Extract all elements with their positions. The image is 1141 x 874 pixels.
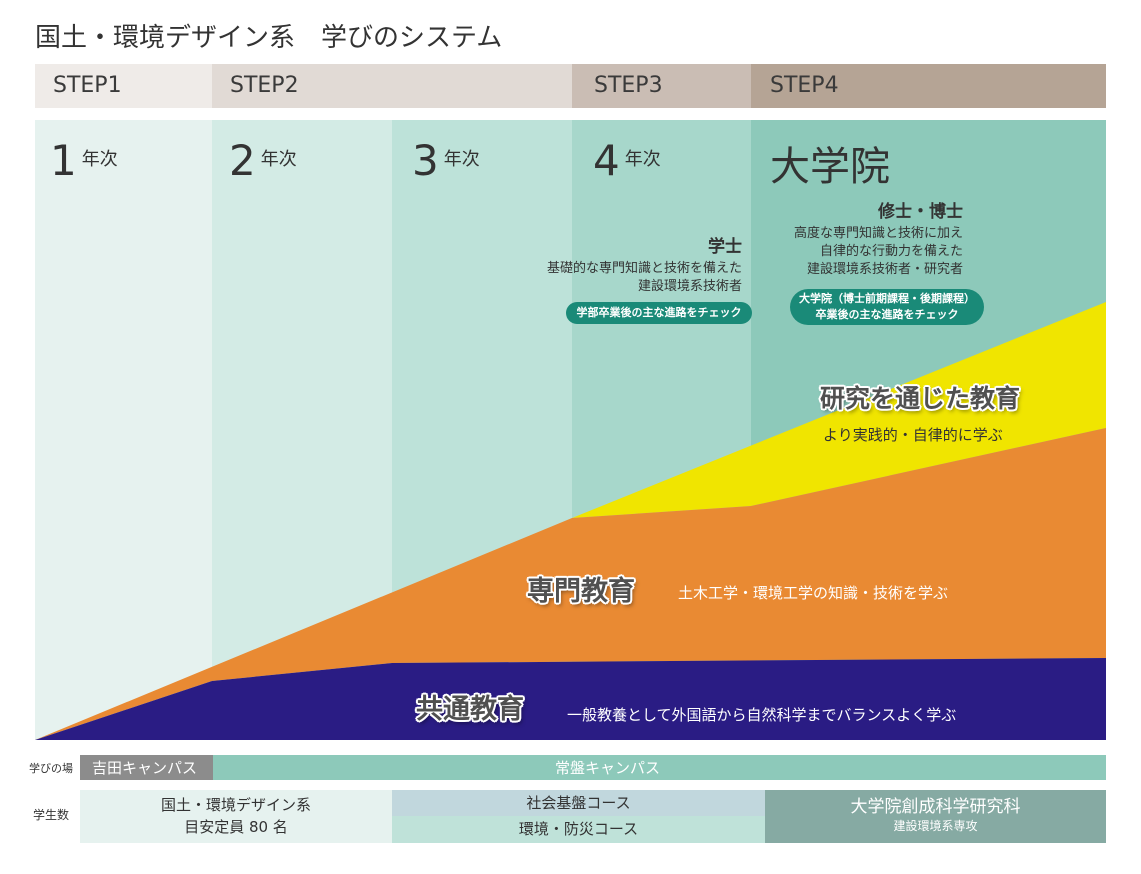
tokiwa-campus-bar: 常盤キャンパス xyxy=(213,755,1106,780)
master-doctor-degree-heading: 修士・博士 xyxy=(878,202,963,222)
bachelor-description: 学士 基礎的な専門知識と技術を備えた 建設環境系技術者 xyxy=(547,236,742,296)
yoshida-campus-bar: 吉田キャンパス xyxy=(80,755,213,780)
course-name: 社会基盤コース xyxy=(526,794,631,812)
course-name: 環境・防災コース xyxy=(518,820,639,838)
department-name: 国土・環境デザイン系 xyxy=(160,796,311,814)
master-doctor-description-line: 建設環境系技術者・研究者 xyxy=(806,262,963,277)
step-2-header: STEP2 xyxy=(212,64,572,108)
graduate-school-name: 大学院創成科学研究科 xyxy=(850,797,1021,817)
campus-row-label: 学びの場 xyxy=(29,762,73,775)
year-unit: 年次 xyxy=(260,149,297,170)
graduate-school-label: 大学院 xyxy=(770,144,890,190)
research-education-description: より実践的・自律的に学ぶ xyxy=(823,426,1003,444)
course-civil-infrastructure: 社会基盤コース xyxy=(392,790,765,816)
page-title: 国土・環境デザイン系 学びのシステム xyxy=(35,23,503,53)
bachelor-career-button-label: 学部卒業後の主な進路をチェック xyxy=(576,306,742,319)
graduate-career-button-label-line1: 大学院（博士前期課程・後期課程） xyxy=(799,292,975,305)
year-4-label: 4 年次 xyxy=(593,139,661,183)
graduate-career-button[interactable]: 大学院（博士前期課程・後期課程） 卒業後の主な進路をチェック xyxy=(790,289,984,325)
specialized-education-title: 専門教育 xyxy=(527,576,635,607)
master-doctor-description: 修士・博士 高度な専門知識と技術に加え 自律的な行動力を備えた 建設環境系技術者… xyxy=(794,201,963,279)
bachelor-career-button[interactable]: 学部卒業後の主な進路をチェック xyxy=(566,302,752,324)
year-1-label: 1 年次 xyxy=(50,139,118,183)
year-unit: 年次 xyxy=(624,149,661,170)
year-2-label: 2 年次 xyxy=(229,139,297,183)
bachelor-description-line: 建設環境系技術者 xyxy=(637,279,742,294)
year-unit: 年次 xyxy=(81,149,118,170)
master-doctor-description-line: 高度な専門知識と技術に加え xyxy=(793,226,963,241)
general-education-description: 一般教養として外国語から自然科学までバランスよく学ぶ xyxy=(567,706,957,724)
step-3-header: STEP3 xyxy=(572,64,751,108)
department-capacity: 目安定員 80 名 xyxy=(184,818,288,836)
research-education-area xyxy=(572,302,1106,518)
year-number: 1 xyxy=(50,136,77,185)
year-number: 4 xyxy=(593,136,620,185)
graduate-major-name: 建設環境系専攻 xyxy=(893,819,978,833)
year-number: 3 xyxy=(412,136,439,185)
step-4-header: STEP4 xyxy=(751,64,1106,108)
column-year-1 xyxy=(35,120,212,740)
graduate-school-box: 大学院創成科学研究科 建設環境系専攻 xyxy=(765,790,1106,843)
course-environment-disaster: 環境・防災コース xyxy=(392,816,765,843)
general-education-title: 共通教育 xyxy=(416,694,524,725)
specialized-education-description: 土木工学・環境工学の知識・技術を学ぶ xyxy=(678,584,949,602)
tokiwa-campus-label: 常盤キャンパス xyxy=(555,759,661,777)
master-doctor-description-line: 自律的な行動力を備えた xyxy=(819,244,963,259)
year-unit: 年次 xyxy=(443,149,480,170)
specialized-education-area xyxy=(35,428,1106,740)
step-1-header: STEP1 xyxy=(35,64,212,108)
students-row-label: 学生数 xyxy=(33,808,70,822)
year-3-label: 3 年次 xyxy=(412,139,480,183)
bachelor-description-line: 基礎的な専門知識と技術を備えた xyxy=(546,261,742,276)
graduate-career-button-label-line2: 卒業後の主な進路をチェック xyxy=(815,308,959,321)
general-education-area xyxy=(35,658,1106,740)
year-number: 2 xyxy=(229,136,256,185)
bachelor-degree-heading: 学士 xyxy=(708,237,742,257)
research-education-title: 研究を通じた教育 xyxy=(820,384,1021,413)
department-capacity-box: 国土・環境デザイン系 目安定員 80 名 xyxy=(80,790,392,843)
yoshida-campus-label: 吉田キャンパス xyxy=(92,759,198,777)
